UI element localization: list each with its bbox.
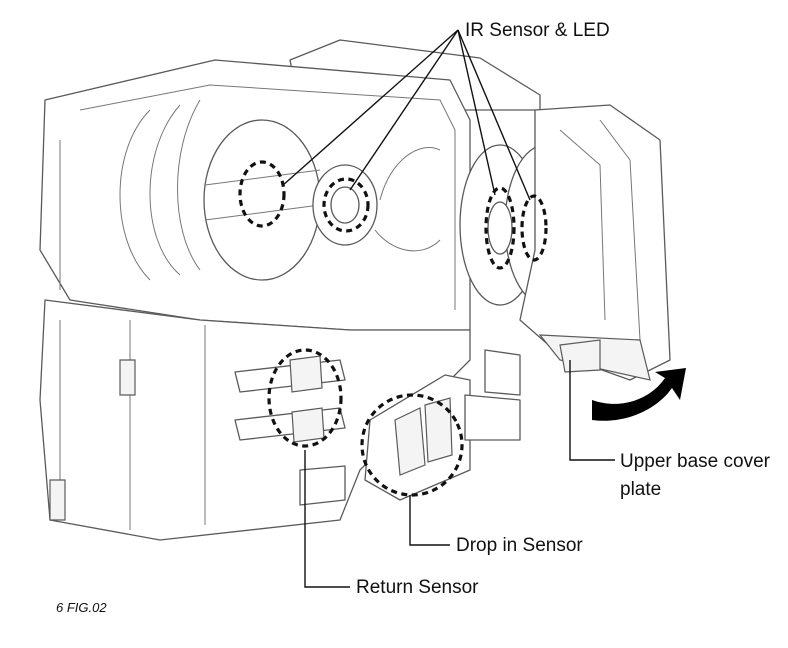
return-sensor-label: Return Sensor <box>356 577 479 598</box>
upper-base-cover-label-line1: Upper base cover <box>620 451 771 472</box>
coin-mechanism-drawing <box>39 39 671 541</box>
ir-sensor-label: IR Sensor & LED <box>465 20 610 41</box>
figure-caption: 6 FIG.02 <box>56 600 107 615</box>
ir-sensor-highlight-4 <box>520 194 548 262</box>
sensor-highlights <box>238 160 548 497</box>
curved-arrow-icon <box>592 368 686 421</box>
ir-sensor-highlight-2 <box>322 177 370 233</box>
drop-in-sensor-label: Drop in Sensor <box>456 535 583 556</box>
return-sensor-highlight <box>267 348 343 448</box>
ir-sensor-highlight-1 <box>238 160 286 228</box>
leader-lines <box>281 29 615 588</box>
ir-sensor-highlight-3 <box>484 186 516 270</box>
drop-in-sensor-highlight <box>360 393 464 497</box>
upper-base-cover-label-line2: plate <box>620 479 661 500</box>
